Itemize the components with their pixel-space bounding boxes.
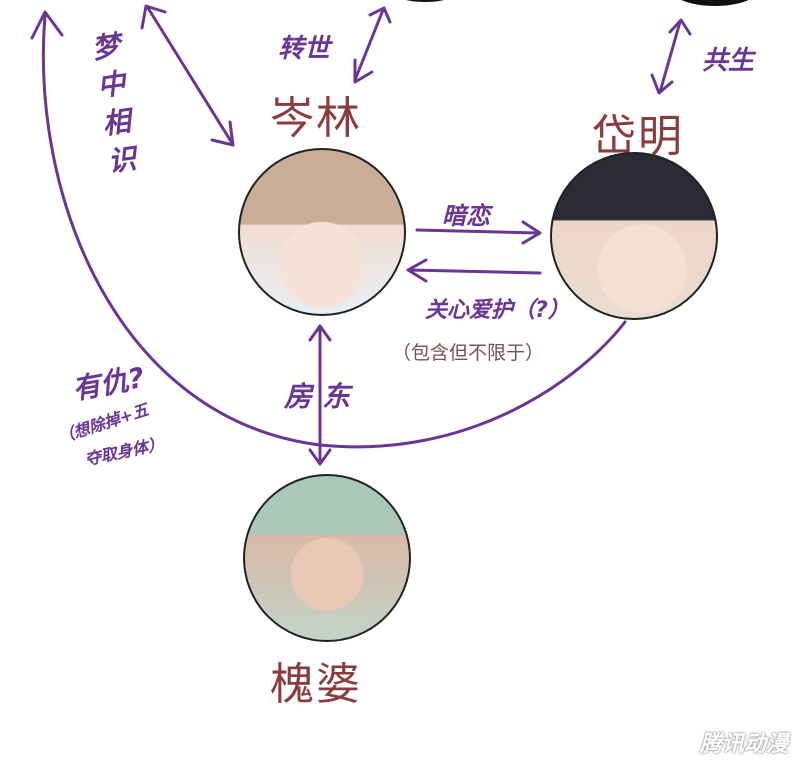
- landlord-arrow: [308, 324, 332, 466]
- dream-meet-arrow: [140, 4, 235, 147]
- watermark-logo: 腾讯动漫: [699, 732, 788, 757]
- offscreen-portrait-top-right: [670, 0, 760, 6]
- portrait-cen-lin: [238, 148, 406, 316]
- grudge-arc: [41, 13, 627, 449]
- label-landlord: 房东: [284, 380, 361, 413]
- crush-arrow: [415, 220, 542, 245]
- symbiosis-arrow: [650, 18, 692, 95]
- care-arrow: [406, 258, 542, 283]
- portrait-dai-ming: [550, 152, 718, 320]
- portrait-huai-po: [243, 474, 411, 642]
- reincarnation-arrow: [353, 6, 392, 84]
- name-cen-lin: 岑林: [270, 93, 362, 144]
- grudge-arrowhead: [30, 10, 64, 40]
- label-reincarnation: 转世: [278, 34, 331, 64]
- name-huai-po: 槐婆: [270, 659, 362, 710]
- offscreen-portrait-top-center: [380, 0, 470, 2]
- label-care: 关心爱护（?）: [425, 298, 570, 323]
- label-symbiosis: 共生: [702, 46, 755, 76]
- label-care-note: （包含但不限于）: [392, 342, 545, 364]
- label-crush: 暗恋: [442, 202, 490, 230]
